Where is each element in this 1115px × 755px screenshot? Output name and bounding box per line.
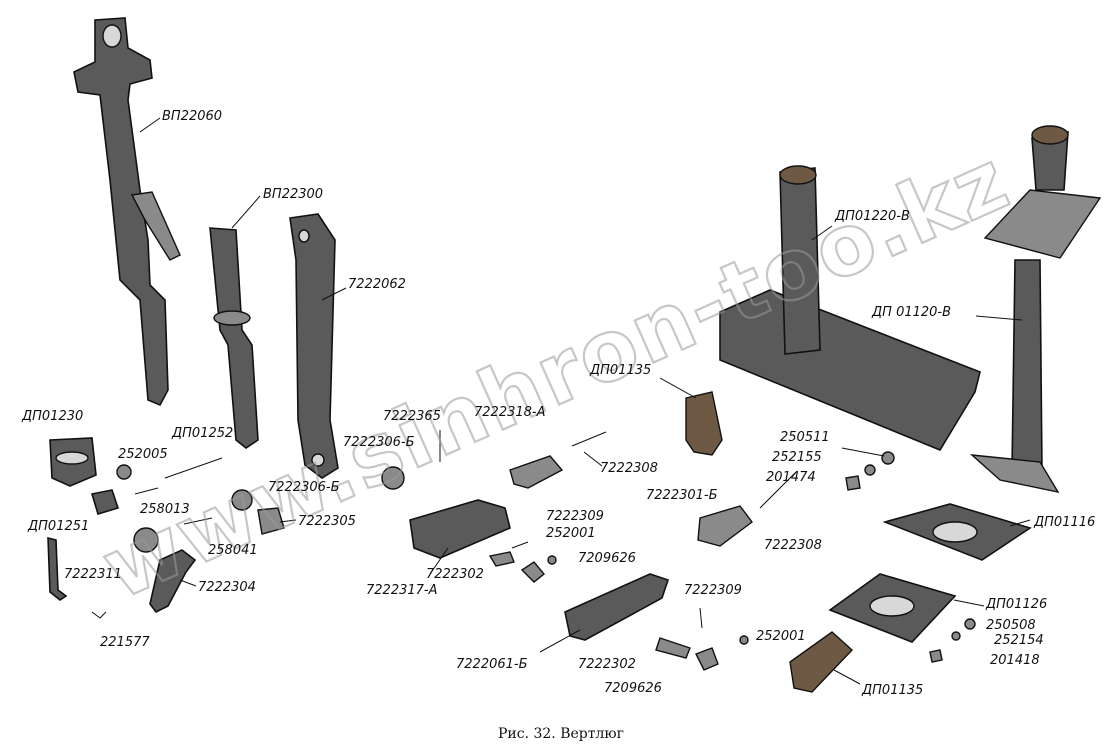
label-7222308-right: 7222308: [764, 538, 822, 553]
label-7222301b: 7222301-Б: [646, 488, 718, 503]
sleeve-part: [209, 227, 259, 449]
lever-part: [289, 213, 339, 479]
label-7222305: 7222305: [298, 514, 356, 529]
label-vp22060: ВП22060: [162, 109, 222, 124]
label-dp01120v: ДП 01120-В: [871, 305, 951, 320]
label-7222306b-lower: 7222306-Б: [268, 480, 340, 495]
label-7222062: 7222062: [348, 277, 406, 292]
leader-lines: [139, 117, 1031, 685]
label-258013: 258013: [140, 502, 190, 517]
label-221577: 221577: [100, 635, 150, 650]
label-7222302-upper: 7222302: [426, 567, 484, 582]
label-250508: 250508: [986, 618, 1036, 633]
label-7222308-centre: 7222308: [600, 461, 658, 476]
label-7222317a: 7222317-А: [366, 583, 437, 598]
post-with-plate: [969, 125, 1102, 494]
swivel-head-part: [73, 17, 181, 407]
label-252155: 252155: [772, 450, 822, 465]
label-7222309-upper: 7222309: [546, 509, 604, 524]
label-dp01116: ДП01116: [1033, 515, 1095, 530]
label-7222365: 7222365: [383, 409, 441, 424]
label-dp01252: ДП01252: [171, 426, 233, 441]
label-7222311: 7222311: [64, 567, 122, 582]
label-dp01126: ДП01126: [985, 597, 1047, 612]
label-dp01135-lower: ДП01135: [861, 683, 923, 698]
label-7209626-upper: 7209626: [578, 551, 636, 566]
label-252005: 252005: [118, 447, 168, 462]
label-dp01220v: ДП01220-В: [834, 209, 910, 224]
post-with-bracket: [719, 165, 981, 451]
label-7222304: 7222304: [198, 580, 256, 595]
label-258041: 258041: [208, 543, 258, 558]
label-vp22300: ВП22300: [263, 187, 323, 202]
label-7222302-lower: 7222302: [578, 657, 636, 672]
label-250511: 250511: [780, 430, 830, 445]
label-7222306b-upper: 7222306-Б: [343, 435, 415, 450]
label-252154: 252154: [994, 633, 1044, 648]
figure-caption: Рис. 32. Вертлюг: [498, 726, 624, 742]
label-7209626-lower: 7209626: [604, 681, 662, 696]
label-dp01251: ДП01251: [27, 519, 89, 534]
label-dp01230: ДП01230: [21, 409, 83, 424]
clamp-assembly-upper: [409, 430, 607, 583]
label-7222309-lower: 7222309: [684, 583, 742, 598]
clamp-assembly-lower: [564, 573, 749, 671]
small-parts-right: [789, 451, 1032, 693]
label-252001-upper: 252001: [546, 526, 596, 541]
label-252001-lower: 252001: [756, 629, 806, 644]
part-labels: ВП22060 ВП22300 7222062 ДП01220-В ДП 011…: [21, 109, 1095, 698]
label-201418: 201418: [990, 653, 1040, 668]
label-7222318a: 7222318-А: [474, 405, 545, 420]
clamp-assembly-right: [697, 471, 797, 547]
label-201474: 201474: [766, 470, 816, 485]
knob-upper: [685, 391, 723, 456]
label-dp01135-upper: ДП01135: [589, 363, 651, 378]
small-parts-left: [47, 437, 405, 619]
label-7222061b: 7222061-Б: [456, 657, 528, 672]
